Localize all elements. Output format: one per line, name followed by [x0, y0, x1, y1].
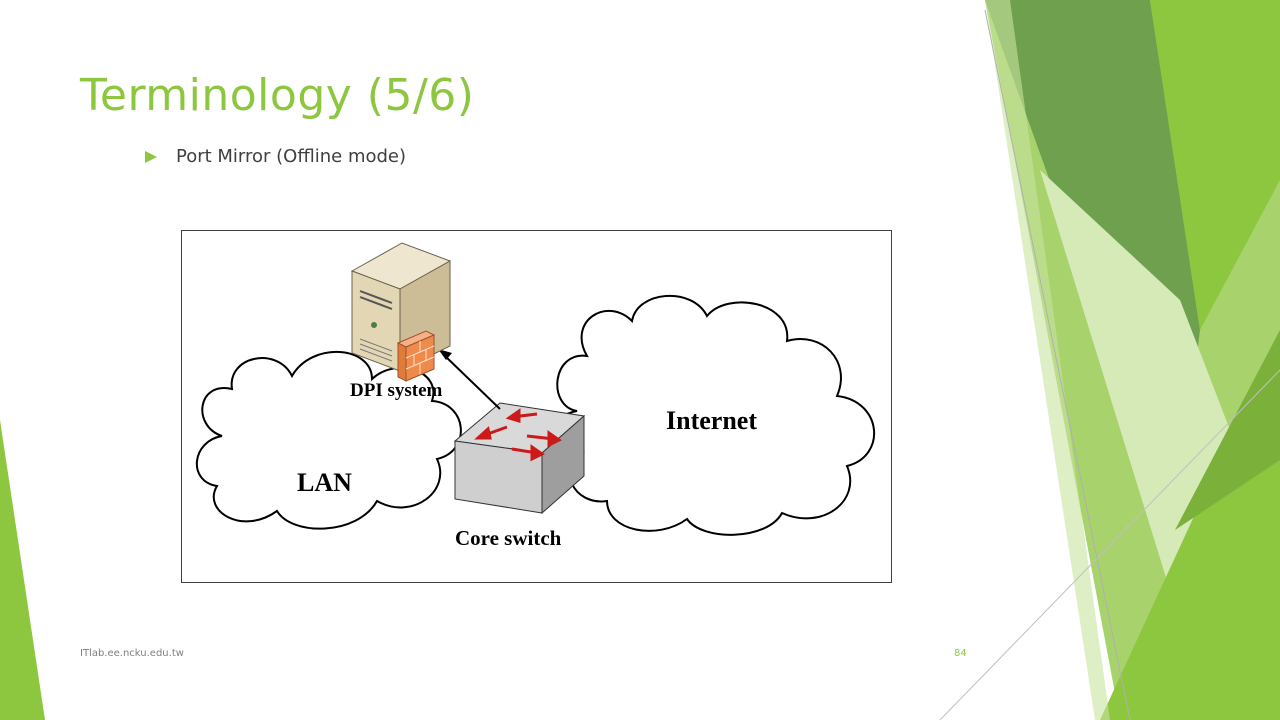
lan-cloud	[195, 351, 462, 530]
port-mirror-diagram: DPI system LAN Internet Core switch	[181, 230, 892, 583]
bullet-text: Port Mirror (Offline mode)	[176, 146, 407, 167]
core-switch-icon	[453, 402, 586, 515]
bullet-item: Port Mirror (Offline mode)	[144, 146, 406, 167]
firewall-icon	[396, 330, 436, 382]
footer-url: ITlab.ee.ncku.edu.tw	[80, 648, 184, 659]
dpi-server-icon	[350, 242, 452, 382]
lan-label: LAN	[297, 468, 352, 497]
core-switch-label: Core switch	[455, 526, 562, 550]
internet-cloud	[554, 294, 875, 536]
slide-title: Terminology (5/6)	[80, 70, 475, 121]
triangle-bullet-icon	[145, 150, 157, 163]
dpi-system-label: DPI system	[350, 380, 443, 401]
switch-arrows-icon	[474, 408, 562, 462]
mirror-arrow	[438, 349, 501, 410]
page-number: 84	[954, 648, 967, 659]
internet-label: Internet	[666, 406, 757, 435]
